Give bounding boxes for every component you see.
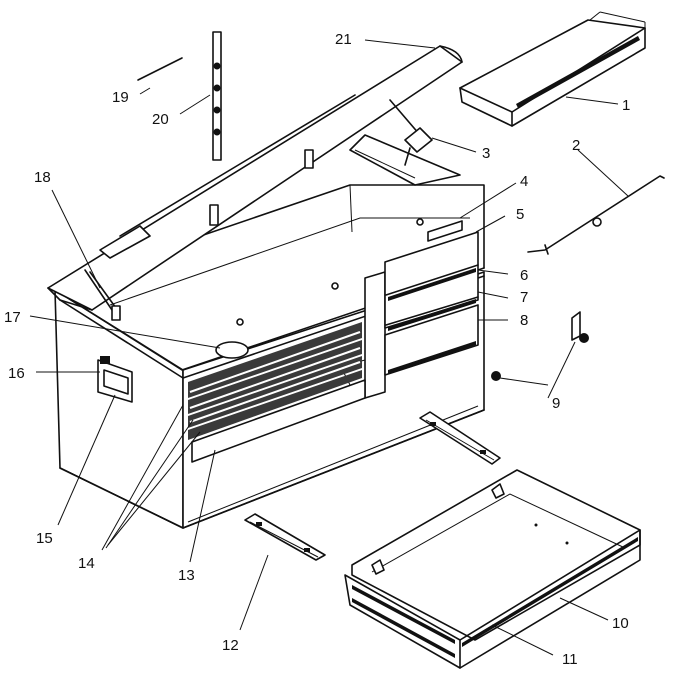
callout-13: 13 (178, 567, 195, 584)
callout-1: 1 (622, 97, 630, 114)
nameplate (427, 220, 463, 242)
stop-bracket-and-knob (491, 311, 589, 381)
tool-chest-body (54, 134, 485, 529)
callout-labels: 1 2 3 4 5 6 7 8 9 10 11 12 13 14 15 16 1… (4, 31, 630, 668)
callout-5: 5 (516, 206, 524, 223)
callout-4: 4 (520, 173, 528, 190)
callout-12: 12 (222, 637, 239, 654)
pin-part (137, 57, 183, 81)
lid-support-right (389, 99, 433, 166)
top-tray (459, 11, 646, 127)
callout-2: 2 (572, 137, 580, 154)
side-handle (97, 356, 133, 403)
lid-support-left (84, 269, 121, 321)
callout-15: 15 (36, 530, 53, 547)
lock-bezel (215, 341, 249, 359)
callout-10: 10 (612, 615, 629, 632)
drawer-slide-lower (244, 513, 326, 561)
callout-16: 16 (8, 365, 25, 382)
callout-17: 17 (4, 309, 21, 326)
callout-21: 21 (335, 31, 352, 48)
callout-14: 14 (78, 555, 95, 572)
drawer (344, 469, 641, 669)
callout-11: 11 (562, 651, 578, 668)
callout-7: 7 (520, 289, 528, 306)
callout-6: 6 (520, 267, 528, 284)
lid-rod (527, 175, 665, 255)
leader-lines (29, 39, 629, 656)
callout-9: 9 (552, 395, 560, 412)
chest-lid (47, 45, 463, 311)
drawer-slide-upper (419, 411, 501, 465)
right-drawer-stack (384, 220, 479, 376)
hinge-strip (212, 31, 222, 161)
left-drawer-stack (188, 322, 362, 440)
callout-20: 20 (152, 111, 169, 128)
callout-18: 18 (34, 169, 51, 186)
callout-19: 19 (112, 89, 129, 106)
callout-8: 8 (520, 312, 528, 329)
callout-3: 3 (482, 145, 490, 162)
